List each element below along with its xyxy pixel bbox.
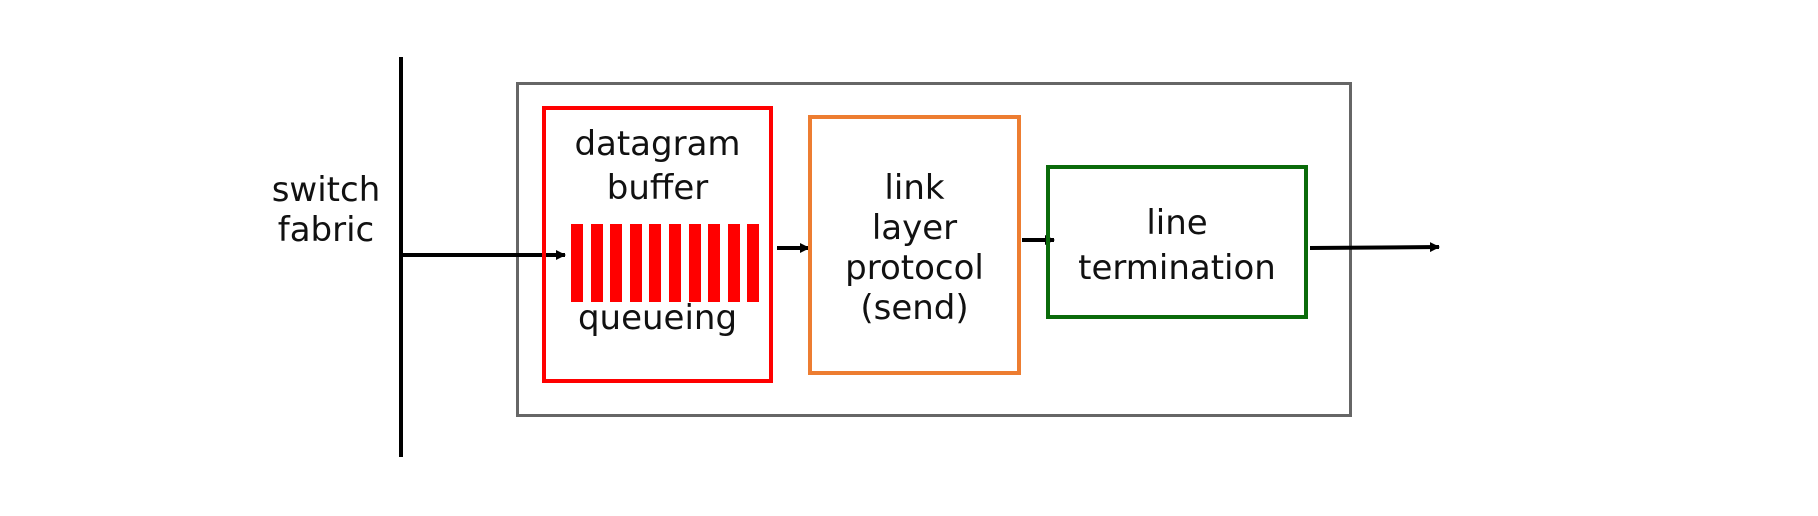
switch-fabric-label: switch fabric	[258, 170, 394, 250]
queue-slot	[708, 224, 721, 302]
link-layer-label: link layer protocol (send)	[812, 168, 1017, 328]
link-layer-box	[808, 115, 1021, 375]
datagram-buffer-line1: datagram	[574, 124, 741, 164]
arrow-output	[1309, 242, 1440, 253]
link-layer-line1: link	[884, 168, 945, 208]
link-layer-line4: (send)	[860, 288, 969, 328]
line-termination-label: line termination	[1050, 201, 1304, 291]
queue-slot	[590, 224, 603, 302]
queue-slot	[747, 224, 760, 302]
queue-slot	[571, 224, 583, 302]
line-termination-box	[1046, 165, 1308, 319]
queueing-label: queueing	[577, 298, 738, 338]
datagram-buffer-title: datagram buffer	[546, 122, 769, 210]
queue-slot	[610, 224, 623, 302]
line-termination-line2: termination	[1078, 248, 1276, 288]
line-termination-line1: line	[1146, 203, 1208, 243]
datagram-buffer-box	[542, 106, 773, 383]
queue-slot	[669, 224, 681, 302]
link-layer-line2: layer	[871, 208, 958, 248]
queue-slot	[688, 224, 701, 302]
switch-fabric-line1: switch	[271, 170, 381, 210]
queue-slot	[649, 224, 662, 302]
link-layer-line3: protocol	[845, 248, 984, 288]
queue-slot	[727, 224, 740, 302]
datagram-buffer-line2: buffer	[606, 168, 709, 208]
switch-fabric-line2: fabric	[277, 210, 375, 250]
queue-slot	[629, 224, 642, 302]
